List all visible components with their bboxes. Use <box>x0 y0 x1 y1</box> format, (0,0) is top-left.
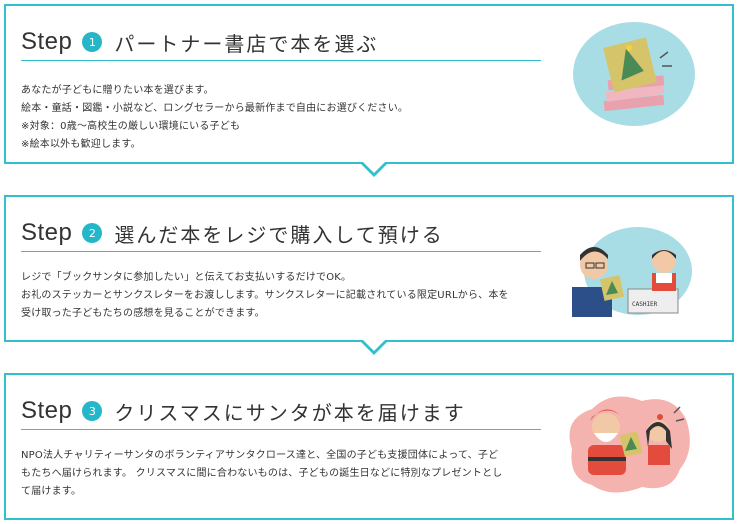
step-card-2: Step 2 選んだ本をレジで購入して預ける レジで「ブックサンタに参加したい」… <box>4 195 734 355</box>
step-description: NPO法人チャリティーサンタのボランティアサンタクロース達と、全国の子ども支援団… <box>21 447 541 501</box>
step-heading: Step 2 選んだ本をレジで購入して預ける <box>21 215 541 252</box>
step-description: あなたが子どもに贈りたい本を選びます。 絵本・童話・図鑑・小説など、ロングセラー… <box>21 82 541 154</box>
description-line: ※絵本以外も歓迎します。 <box>21 139 141 150</box>
step-heading: Step 3 クリスマスにサンタが本を届けます <box>21 393 541 430</box>
cashier-label: CASHIER <box>632 301 658 308</box>
description-line: ※対象：0歳〜高校生の厳しい環境にいる子ども <box>21 121 241 132</box>
step-label: Step <box>21 397 73 424</box>
step-card-1: Step 1 パートナー書店で本を選ぶ あなたが子どもに贈りたい本を選びます。 … <box>4 4 734 177</box>
description-line: レジで「ブックサンタに参加したい」と伝えてお支払いするだけでOK。 <box>21 272 352 283</box>
description-line: お礼のステッカーとサンクスレターをお渡しします。サンクスレターに記載されている限… <box>21 290 509 301</box>
step-title: クリスマスにサンタが本を届けます <box>114 400 466 425</box>
description-line: 絵本・童話・図鑑・小説など、ロングセラーから最新作まで自由にお選びください。 <box>21 103 409 114</box>
step-number-badge: 1 <box>82 32 103 52</box>
step-title: 選んだ本をレジで購入して預ける <box>114 222 444 247</box>
step-connector-arrow-inner <box>363 340 385 351</box>
santa-giving-book-illustration <box>562 389 696 503</box>
step-card-3: Step 3 クリスマスにサンタが本を届けます NPO法人チャリティーサンタのボ… <box>4 373 734 520</box>
description-line: もたちへ届けられます。 クリスマスに間に合わないものは、子どもの誕生日などに特別… <box>21 468 503 479</box>
description-line: NPO法人チャリティーサンタのボランティアサンタクロース達と、全国の子ども支援団… <box>21 450 499 461</box>
step-label: Step <box>21 28 73 55</box>
step-description: レジで「ブックサンタに参加したい」と伝えてお支払いするだけでOK。 お礼のステッ… <box>21 269 541 323</box>
description-line: あなたが子どもに贈りたい本を選びます。 <box>21 85 214 96</box>
stacked-books-illustration <box>572 18 696 134</box>
description-line: て届けます。 <box>21 486 82 497</box>
description-line: 受け取った子どもたちの感想を見ることができます。 <box>21 308 265 319</box>
step-label: Step <box>21 219 73 246</box>
bookstore-register-illustration: CASHIER <box>572 221 696 325</box>
step-heading: Step 1 パートナー書店で本を選ぶ <box>21 24 541 61</box>
step-title: パートナー書店で本を選ぶ <box>114 31 379 56</box>
step-number-badge: 2 <box>82 223 103 243</box>
step-number-badge: 3 <box>82 401 103 421</box>
step-connector-arrow-inner <box>363 162 385 173</box>
